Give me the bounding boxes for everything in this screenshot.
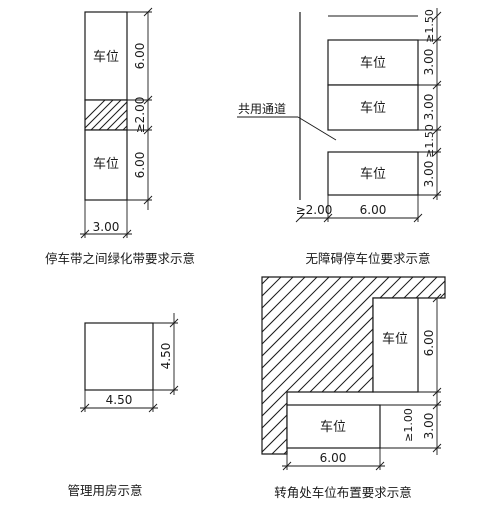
- dimension-label-aisle-2: ≥2.00: [296, 203, 333, 217]
- stall-box-top: [84, 11, 128, 101]
- figure-caption: 无障碍停车位要求示意: [305, 251, 430, 266]
- dimension-label-gap-1: ≥1.00: [402, 408, 415, 442]
- stall-label: 车位: [320, 419, 346, 435]
- dimension-label-strip-2: ≥2.00: [133, 97, 147, 134]
- dimension-label-length-6: 6.00: [360, 203, 387, 217]
- dimension-label-stall-3: 3.00: [422, 161, 436, 188]
- dimension-label-length-6: 6.00: [320, 451, 347, 465]
- stall-box-horizontal: [286, 404, 381, 449]
- figure-caption: 管理用房示意: [67, 483, 142, 498]
- dimension-label-gap-mid: ≥1.50: [423, 124, 436, 158]
- dimension-label-stall-3: 3.00: [422, 94, 436, 121]
- dimension-label-stall-6: 6.00: [422, 330, 436, 357]
- stall-label: 车位: [360, 55, 386, 71]
- stall-box-vertical: [372, 297, 419, 393]
- dimension-label-width-3: 3.00: [93, 220, 120, 234]
- green-strip-hatch-lines: [85, 100, 127, 130]
- dimension-label-width: 4.50: [106, 393, 133, 407]
- stall-label: 车位: [360, 166, 386, 182]
- management-room-box: [84, 322, 154, 391]
- stall-box-bottom: [84, 129, 128, 201]
- stall-label: 车位: [93, 49, 119, 65]
- figure-corner-stalls: 车位 车位 6.00 3.00 ≥1.00 6.00 转角处车位布置要求示意: [261, 276, 446, 500]
- figure-caption: 停车带之间绿化带要求示意: [45, 251, 195, 266]
- stall-box-3: [327, 151, 419, 196]
- figure-management-room: 4.50 4.50 管理用房示意: [67, 313, 179, 498]
- stall-label: 车位: [93, 156, 119, 172]
- dimension-label-gap-top: ≥1.50: [423, 9, 436, 43]
- dimension-label-stall-3: 3.00: [422, 49, 436, 76]
- dimension-label-top-6: 6.00: [133, 43, 147, 70]
- stall-label: 车位: [360, 100, 386, 116]
- dimension-label-bottom-6: 6.00: [133, 152, 147, 179]
- figure-accessible-stalls: 车位 车位 车位 共用通道 ≥1.50 3.00 3.00 ≥1.50 3.00: [237, 8, 442, 266]
- stall-box-1: [327, 39, 419, 86]
- leader-line: [297, 116, 337, 141]
- figure-caption: 转角处车位布置要求示意: [274, 485, 412, 500]
- shared-aisle-label: 共用通道: [238, 102, 286, 116]
- dimension-label-height: 4.50: [159, 343, 173, 370]
- stall-label: 车位: [382, 331, 408, 347]
- stall-box-2: [327, 84, 419, 131]
- dimension-label-stall-3: 3.00: [422, 413, 436, 440]
- figure-green-strip: 车位 车位 6.00 ≥2.00 6.00 3.00: [45, 7, 195, 266]
